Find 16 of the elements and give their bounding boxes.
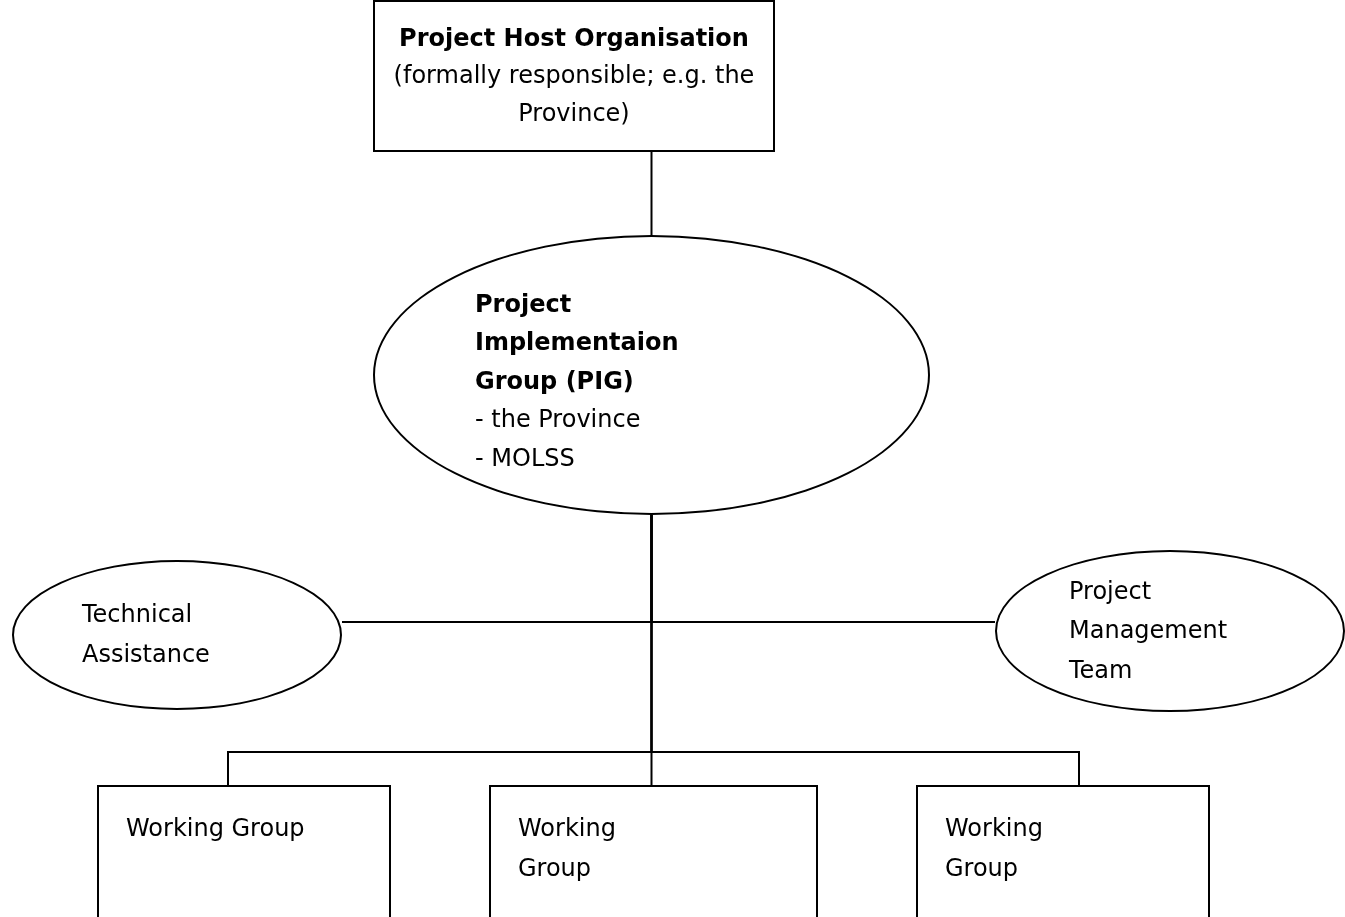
node-title: Project Host Organisation [399,23,749,55]
connector-line [650,514,1080,786]
node-text: Technical Assistance [82,599,211,670]
node-text: - MOLSS [475,442,575,474]
connector-line [650,151,653,236]
node-text: (formally responsible; e.g. the Province) [392,60,756,129]
node-text: Project Management Team [1069,575,1229,686]
node-text: Working Group [945,813,1044,884]
process-box [97,785,391,917]
node-title: Project Implementaion Group (PIG) [475,289,680,397]
process-box [373,0,775,152]
node-text: Working Group [518,813,617,884]
node-text: - the Province [475,404,641,436]
process-box [489,785,818,917]
node-text: Working Group [126,813,305,844]
process-box [916,785,1210,917]
